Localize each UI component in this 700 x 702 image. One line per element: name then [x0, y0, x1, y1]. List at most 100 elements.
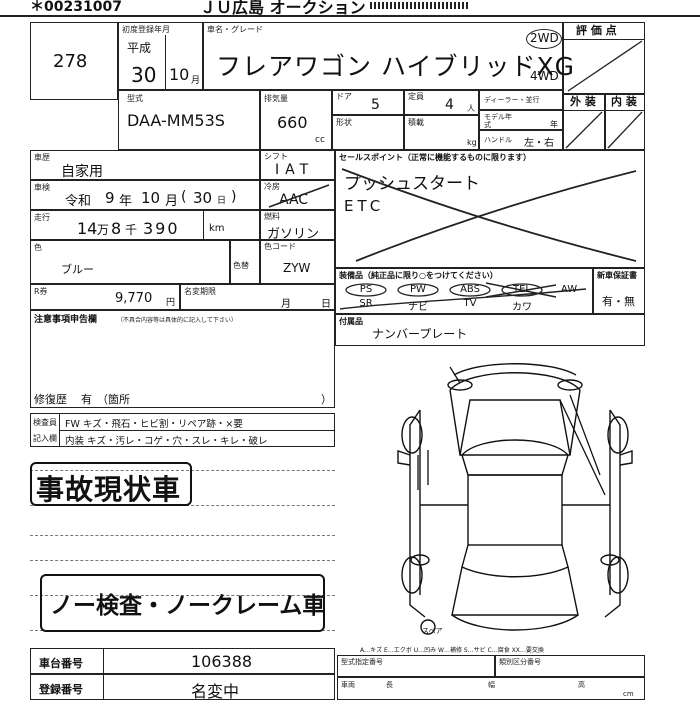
dimension-height: 高 — [578, 681, 585, 689]
fuel-value: ガソリン — [267, 227, 320, 242]
accessories-label: 付属品 — [339, 317, 363, 326]
equip-ps: PS — [359, 284, 373, 295]
sales-points-cross — [341, 168, 637, 262]
registration-year: 30 — [131, 63, 157, 87]
ruled-line — [30, 560, 335, 561]
displacement-box: 排気量 660 cc — [260, 90, 332, 150]
ruled-line — [30, 595, 335, 596]
handle-label: ハンドル — [484, 136, 512, 144]
form-code-label: 型式指定番号 — [341, 658, 383, 666]
auction-venue: ＪＵ広島 オークション — [200, 0, 366, 17]
inspector-label-top: 検査員 — [33, 418, 57, 427]
mileage-man-unit: 万 — [97, 223, 110, 237]
aircon-box: 冷房 AAC — [260, 180, 335, 210]
rating-label: 評 価 点 — [576, 24, 617, 37]
category-code-label: 類別区分番号 — [499, 658, 541, 666]
usage-value: 自家用 — [61, 164, 103, 180]
inspection-paren-open: ( — [181, 189, 187, 205]
dimension-box: 車両 長 幅 高 cm — [337, 677, 645, 700]
displacement-value: 660 — [277, 113, 308, 132]
equip-navi: ナビ — [408, 302, 428, 313]
handle-box: ハンドル 左・右 — [479, 130, 563, 150]
inspector-row2: 内装 キズ・汚レ・コゲ・穴・スレ・キレ・破レ — [65, 436, 268, 447]
notes-box: 注意事項申告欄 （不具合内容等は具体的に記入して下さい） 修復歴 有 （箇所 ） — [30, 310, 335, 408]
repair-value: 有 — [81, 393, 92, 406]
doors-value: 5 — [371, 97, 380, 113]
mileage-rest: 390 — [143, 219, 180, 238]
color-repaint-box: 色替 — [230, 240, 260, 284]
no-claim-stamp: ノー検査・ノークレーム車 — [40, 574, 325, 632]
dimension-length: 長 — [386, 681, 393, 689]
mileage-sen: 8 — [111, 219, 122, 238]
inspection-year-unit: 年 — [119, 194, 133, 209]
model-year-box: モデル年式 年 — [479, 110, 563, 130]
header-rule — [0, 15, 700, 17]
inspection-month: 10 — [141, 189, 161, 207]
mileage-divider — [203, 211, 204, 239]
damage-legend: A…キズ E…エクボ U…凹み W…補修 S…サビ C…腐食 XX…要交換 — [360, 647, 544, 654]
name-change-box: 名変期限 月 日 — [180, 284, 335, 310]
interior-slash — [607, 111, 643, 149]
form-code-box: 型式指定番号 — [337, 655, 495, 677]
warranty-box: 新車保証書 有・無 — [593, 268, 645, 314]
spare-label: スペア — [422, 627, 443, 635]
plate-number-divider — [103, 675, 104, 699]
name-change-month-unit: 月 — [281, 299, 291, 310]
inspection-label: 車検 — [34, 183, 50, 192]
interior-rule — [606, 110, 644, 111]
registration-month: 10 — [169, 65, 190, 84]
accessories-box: 付属品 ナンバープレート — [335, 314, 645, 346]
interior-box: 内 装 — [605, 94, 645, 150]
inspection-box: 車検 令和 9 年 10 月 ( 30 日 ) — [30, 180, 260, 210]
recycle-value: 9,770 — [115, 291, 153, 306]
color-code-label: 色コード — [264, 242, 296, 251]
aircon-label: 冷房 — [264, 182, 280, 191]
color-box: 色 ブルー — [30, 240, 230, 284]
equipment-label: 装備品（純正品に限り○をつけてください） — [339, 271, 498, 280]
sales-point-2: ETC — [344, 197, 385, 215]
rating-box: 評 価 点 — [563, 22, 645, 94]
equip-aw: AW — [560, 284, 578, 295]
fuel-box: 燃料 ガソリン — [260, 210, 335, 242]
model-name: フレアワゴン ハイブリッドXG — [216, 52, 575, 81]
inspection-era: 令和 — [65, 194, 92, 209]
name-change-day-unit: 日 — [321, 299, 331, 310]
equip-abs: ABS — [460, 284, 480, 295]
type-code-box: 型式 DAA-MM53S — [118, 90, 260, 150]
equip-leather: カワ — [512, 302, 532, 313]
inspector-divider-h — [59, 430, 334, 431]
drive-2wd: 2WD — [530, 31, 559, 45]
rating-label-rule — [564, 39, 644, 40]
displacement-label: 排気量 — [264, 94, 288, 103]
plate-number-value: 名変中 — [191, 682, 240, 701]
fuel-label: 燃料 — [264, 212, 280, 221]
type-code-label: 型式 — [127, 94, 143, 103]
exterior-slash — [565, 111, 603, 149]
displacement-unit: cc — [315, 135, 325, 145]
registration-divider — [165, 35, 166, 89]
sales-points-box: セールスポイント（正常に機能するものに限ります） プッシュスタート ETC — [335, 150, 645, 268]
equip-tv: TV — [463, 298, 477, 309]
auction-serial: ＊00231007 — [30, 0, 122, 15]
inspector-label-bottom: 記入欄 — [33, 434, 57, 443]
sales-points-label: セールスポイント（正常に機能するものに限ります） — [339, 153, 531, 162]
inspection-day-unit: 日 — [217, 196, 227, 206]
exterior-rule — [564, 110, 604, 111]
type-code-value: DAA-MM53S — [127, 111, 225, 130]
vehicle-number-divider — [103, 649, 104, 673]
registration-era: 平成 — [127, 41, 152, 55]
color-value: ブルー — [61, 263, 94, 276]
inspector-box: 検査員 記入欄 FW キズ・飛石・ヒビ割・リペア跡・×要 内装 キズ・汚レ・コゲ… — [30, 413, 335, 447]
rating-slash — [567, 40, 643, 92]
inspection-year: 9 — [105, 189, 115, 207]
plate-number-box: 登録番号 名変中 — [30, 674, 335, 701]
accessories-value: ナンバープレート — [372, 327, 468, 341]
recycle-label: R券 — [34, 287, 48, 296]
vehicle-number-box: 車台番号 106388 — [30, 648, 335, 674]
load-label: 積載 — [408, 118, 424, 127]
dimension-width: 幅 — [488, 681, 495, 689]
color-code-box: 色コード ZYW — [260, 240, 335, 284]
model-box: 車名・グレード フレアワゴン ハイブリッドXG 2WD 4WD — [203, 22, 574, 90]
exterior-box: 外 装 — [563, 94, 605, 150]
warranty-value: 有・無 — [602, 295, 635, 308]
